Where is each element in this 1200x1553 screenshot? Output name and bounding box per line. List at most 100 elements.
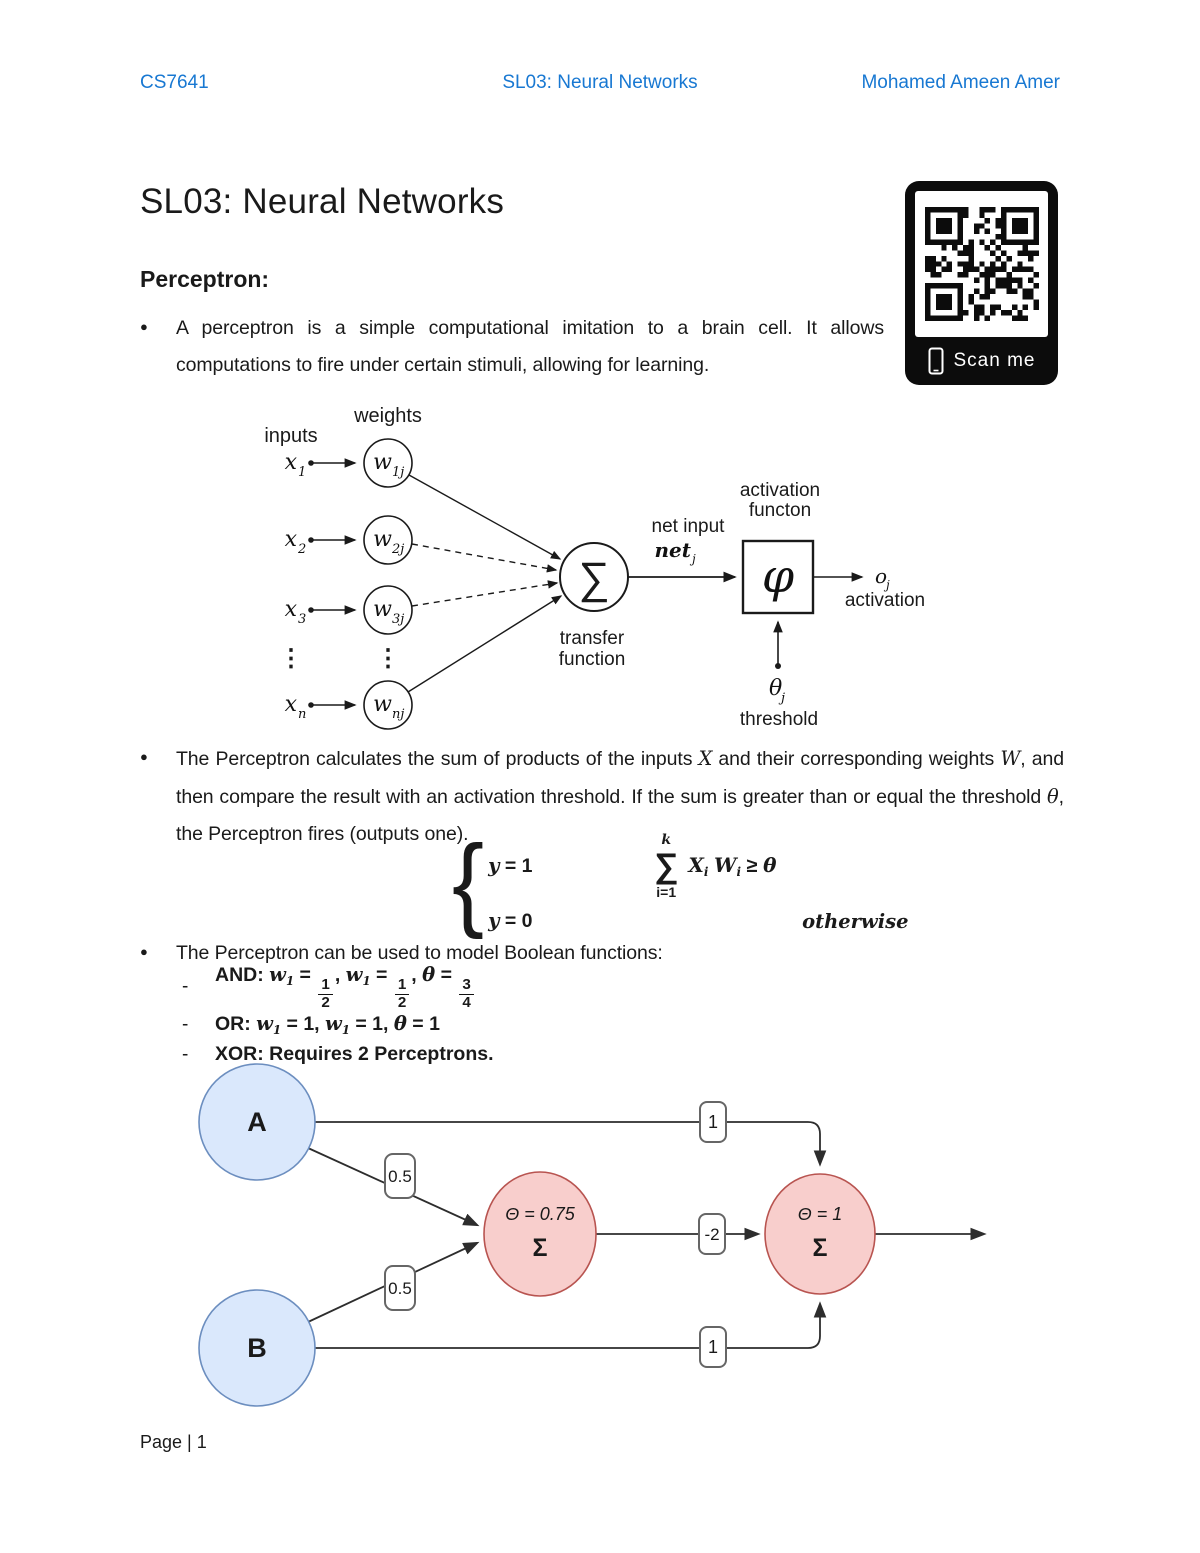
text-run: The Perceptron calculates the sum of pro… bbox=[176, 748, 699, 770]
input-x2-sub: 2 bbox=[297, 542, 306, 557]
weight-wnj: w bbox=[373, 692, 392, 717]
sum-lower-limit: i=1 bbox=[656, 884, 677, 900]
header-author: Mohamed Ameen Amer bbox=[861, 72, 1060, 93]
net-symbol-sub: j bbox=[689, 552, 696, 566]
input-x1: x bbox=[285, 450, 298, 475]
weight-box-h-out bbox=[698, 1213, 726, 1255]
hidden-neuron bbox=[483, 1171, 597, 1297]
output-threshold-label: Θ = 1 bbox=[798, 1204, 843, 1224]
header-course: CS7641 bbox=[140, 72, 209, 93]
dash-marker: - bbox=[182, 976, 189, 998]
phone-icon bbox=[928, 347, 943, 375]
input-x2: x bbox=[285, 527, 298, 552]
bullet-intro: ● A perceptron is a simple computational… bbox=[140, 310, 884, 384]
qr-code-icon bbox=[924, 207, 1039, 321]
hidden-sum-symbol: Σ bbox=[532, 1234, 547, 1262]
math-var-theta: θ bbox=[1047, 785, 1059, 808]
weight-w1j: w bbox=[373, 450, 392, 475]
input-x3-sub: 3 bbox=[298, 612, 306, 627]
condition-threshold: Xi Wi ≥ θ bbox=[688, 852, 777, 880]
weight-h-out: -2 bbox=[704, 1225, 719, 1244]
input-xn-sub: n bbox=[298, 707, 306, 722]
input-x1-sub: 1 bbox=[298, 465, 306, 480]
transfer-function-label-2: function bbox=[559, 649, 626, 670]
bullet-calculation-text: The Perceptron calculates the sum of pro… bbox=[176, 740, 1064, 853]
xor-formula: XOR: Requires 2 Perceptrons. bbox=[215, 1043, 494, 1065]
text-run: , and then compare the result with an ac… bbox=[176, 748, 1064, 808]
header-doc-title: SL03: Neural Networks bbox=[502, 72, 698, 93]
weight-a-out: 1 bbox=[708, 1112, 718, 1132]
weight-node-w1j bbox=[363, 438, 413, 488]
weight-w1j-sub: 1j bbox=[392, 465, 404, 480]
transfer-function-label-1: transfer bbox=[560, 628, 625, 649]
input-node-a bbox=[198, 1063, 316, 1181]
weight-wnj-sub: nj bbox=[392, 707, 404, 722]
weight-dots: ⋮ bbox=[376, 645, 400, 672]
case-fires: y = 1 bbox=[488, 854, 533, 877]
curly-brace: { bbox=[452, 824, 485, 941]
theta-symbol-sub: j bbox=[778, 691, 785, 706]
dash-marker: - bbox=[182, 1043, 189, 1065]
page-number: Page | 1 bbox=[140, 1432, 207, 1452]
weight-b-out: 1 bbox=[708, 1337, 718, 1357]
hidden-threshold-label: Θ = 0.75 bbox=[505, 1204, 576, 1224]
weight-box-a-out bbox=[699, 1101, 727, 1143]
sum-upper-limit: k bbox=[661, 832, 672, 848]
phi-symbol: φ bbox=[762, 549, 795, 603]
weight-w2j: w bbox=[373, 527, 392, 552]
weight-w3j-sub: 3j bbox=[392, 612, 404, 627]
qr-code-card: Scan me bbox=[905, 181, 1058, 385]
page-title: SL03: Neural Networks bbox=[140, 182, 505, 221]
net-symbol: net bbox=[654, 538, 691, 562]
sum-symbol: ∑ bbox=[578, 554, 609, 603]
weight-box-a-h bbox=[384, 1153, 416, 1199]
weight-a-h: 0.5 bbox=[388, 1167, 412, 1186]
dash-marker: - bbox=[182, 1013, 189, 1035]
piecewise-formula: { y = 1 k ∑ i=1 Xi Wi ≥ θ y = 0 otherwis… bbox=[452, 831, 909, 935]
bullet-marker: ● bbox=[140, 319, 148, 334]
text-run: , the Perceptron fires (outputs one). bbox=[176, 786, 1064, 845]
bullet-calculation: ● The Perceptron calculates the sum of p… bbox=[140, 740, 1064, 853]
text-run: and their corresponding weights bbox=[712, 748, 1001, 770]
list-item-or: - OR: w1 = 1, w1 = 1, θ = 1 bbox=[182, 1012, 440, 1037]
weight-node-wnj bbox=[363, 680, 413, 730]
case-no-fire: y = 0 bbox=[488, 909, 533, 932]
qr-scan-label: Scan me bbox=[953, 350, 1036, 371]
bullet-intro-text: A perceptron is a simple computational i… bbox=[176, 317, 884, 376]
activation-function-label-1: activation bbox=[740, 480, 820, 501]
input-xn: x bbox=[285, 692, 298, 717]
output-symbol: o bbox=[875, 564, 887, 588]
input-dots: ⋮ bbox=[279, 645, 303, 672]
section-heading: Perceptron: bbox=[140, 266, 270, 292]
otherwise-label: otherwise bbox=[802, 909, 909, 933]
activation-function-label-2: functon bbox=[749, 500, 811, 521]
bullet-boolean-text: The Perceptron can be used to model Bool… bbox=[176, 942, 663, 964]
weight-node-w3j bbox=[363, 585, 413, 635]
xor-network-diagram: A B Θ = 0.75 Σ Θ = 1 Σ 1 0.5 0.5 -2 1 bbox=[198, 1063, 987, 1407]
weight-node-w2j bbox=[363, 515, 413, 565]
qr-scan-band: Scan me bbox=[905, 337, 1058, 385]
summation-block: k ∑ i=1 bbox=[654, 833, 678, 899]
inputs-label: inputs bbox=[264, 425, 317, 447]
input-node-b bbox=[198, 1289, 316, 1407]
input-a-label: A bbox=[247, 1107, 267, 1137]
qr-code-frame bbox=[915, 191, 1048, 337]
list-item-xor: - XOR: Requires 2 Perceptrons. bbox=[182, 1043, 494, 1066]
sigma-symbol: ∑ bbox=[654, 847, 679, 885]
weight-w3j: w bbox=[373, 597, 392, 622]
output-sum-symbol: Σ bbox=[812, 1234, 827, 1262]
math-var-X: X bbox=[698, 747, 713, 770]
net-input-label: net input bbox=[652, 516, 726, 537]
weights-label: weights bbox=[353, 405, 422, 427]
output-symbol-sub: j bbox=[883, 578, 890, 592]
or-formula: OR: w1 = 1, w1 = 1, θ = 1 bbox=[215, 1012, 440, 1038]
activation-function-box bbox=[741, 539, 815, 615]
weight-box-b-out bbox=[699, 1326, 727, 1368]
threshold-label: threshold bbox=[740, 709, 818, 730]
bullet-marker: ● bbox=[140, 944, 148, 959]
bullet-boolean: ● The Perceptron can be used to model Bo… bbox=[140, 935, 1064, 972]
theta-symbol: θ bbox=[769, 676, 782, 701]
weight-box-b-h bbox=[384, 1265, 416, 1311]
perceptron-diagram: weights inputs x 1 w 1j x 2 w 2j x 3 w 3… bbox=[264, 405, 925, 730]
